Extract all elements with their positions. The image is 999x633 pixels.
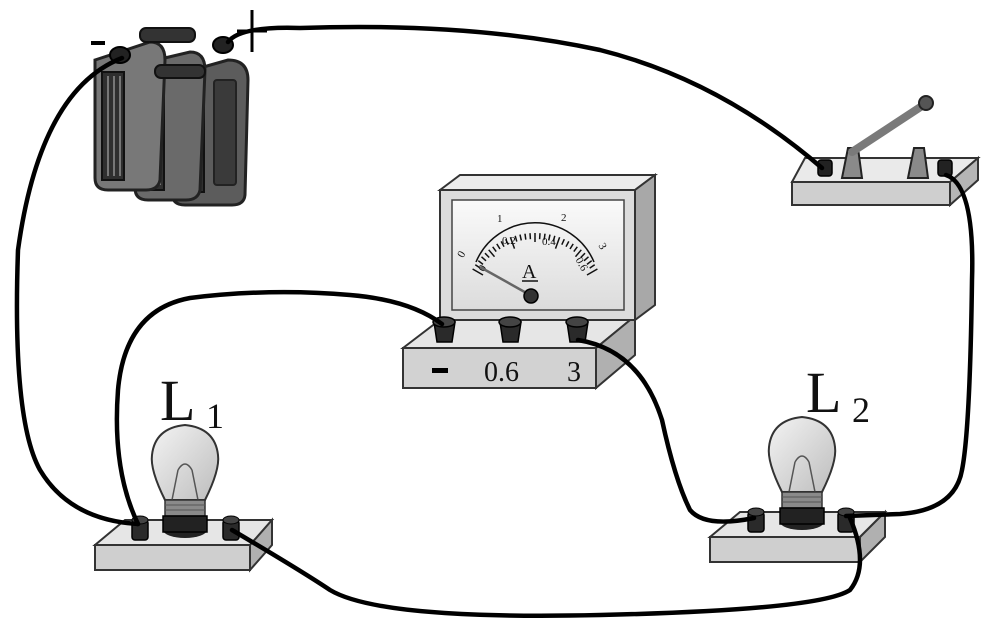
lamp-l1: L 1 [92, 368, 275, 573]
switch-blade[interactable] [848, 102, 926, 156]
scale-label-lower-2: 0.4 [542, 236, 556, 248]
scale-tick [474, 264, 481, 269]
ammeter-terminal-label-0.6: 0.6 [484, 357, 519, 388]
scale-tick [477, 260, 484, 265]
scale-tick [583, 256, 589, 262]
scale-label-upper-3: 3 [596, 241, 609, 252]
ammeter-dial-face [451, 199, 625, 311]
ammeter-scale-ticks [472, 233, 598, 276]
scale-tick [569, 243, 574, 250]
wire-battery-to-switch [225, 24, 825, 171]
wire-switch-to-l2 [843, 172, 975, 519]
scale-tick [519, 234, 523, 241]
scale-label-upper-2: 2 [561, 212, 567, 224]
scale-tick [554, 237, 561, 249]
ammeter-pivot [523, 288, 539, 304]
lamp-l2-label: L [806, 360, 841, 425]
scale-tick [565, 241, 570, 248]
scale-tick [543, 233, 546, 240]
ammeter: 0 1 2 3 0 0.2 0.4 0.6 A 0.6 3 [400, 173, 658, 391]
wire-ammeter-to-l2 [575, 337, 757, 524]
knife-switch[interactable] [790, 95, 981, 208]
scale-tick [496, 243, 501, 250]
scale-label-upper-0: 0 [455, 249, 468, 260]
ammeter-terminal-label-3: 3 [567, 357, 581, 388]
ammeter-terminal-0.6[interactable] [498, 316, 522, 343]
wire-l1-to-l2 [229, 515, 863, 618]
ammeter-terminal-label-negative [432, 368, 448, 373]
lamp-l1-label: L [160, 368, 195, 433]
lamp-l2: L 2 [707, 360, 888, 565]
battery-negative-mark [91, 41, 105, 45]
scale-tick [481, 256, 487, 262]
scale-tick [589, 264, 596, 269]
ammeter-unit-symbol: A [522, 261, 537, 283]
scale-tick [574, 249, 582, 258]
scale-tick [514, 235, 518, 242]
scale-tick [500, 241, 505, 248]
lamp-l2-subscript: 2 [852, 390, 870, 430]
scale-tick [580, 252, 586, 259]
scale-tick [573, 246, 578, 253]
scale-label-lower-1: 0.2 [502, 235, 516, 247]
scale-tick [472, 268, 484, 276]
scale-tick [547, 234, 551, 241]
wire-battery-to-l1 [14, 55, 141, 527]
ammeter-needle [479, 265, 531, 297]
lamp-l1-subscript: 1 [206, 396, 224, 436]
scale-tick [561, 238, 565, 246]
wires [14, 24, 975, 618]
scale-tick [586, 260, 593, 265]
battery-cell [93, 40, 167, 192]
battery [91, 10, 267, 207]
switch-handle[interactable] [918, 95, 934, 111]
scale-tick [552, 235, 556, 242]
scale-tick [488, 249, 496, 258]
scale-tick [509, 237, 516, 249]
scale-tick [484, 252, 490, 259]
scale-tick [505, 238, 509, 246]
scale-tick [524, 233, 527, 240]
scale-label-upper-1: 1 [497, 213, 503, 225]
scale-tick [586, 268, 598, 276]
switch-terminal-left[interactable] [817, 159, 833, 177]
scale-tick [492, 246, 497, 253]
wire-l1-to-ammeter [114, 289, 445, 527]
